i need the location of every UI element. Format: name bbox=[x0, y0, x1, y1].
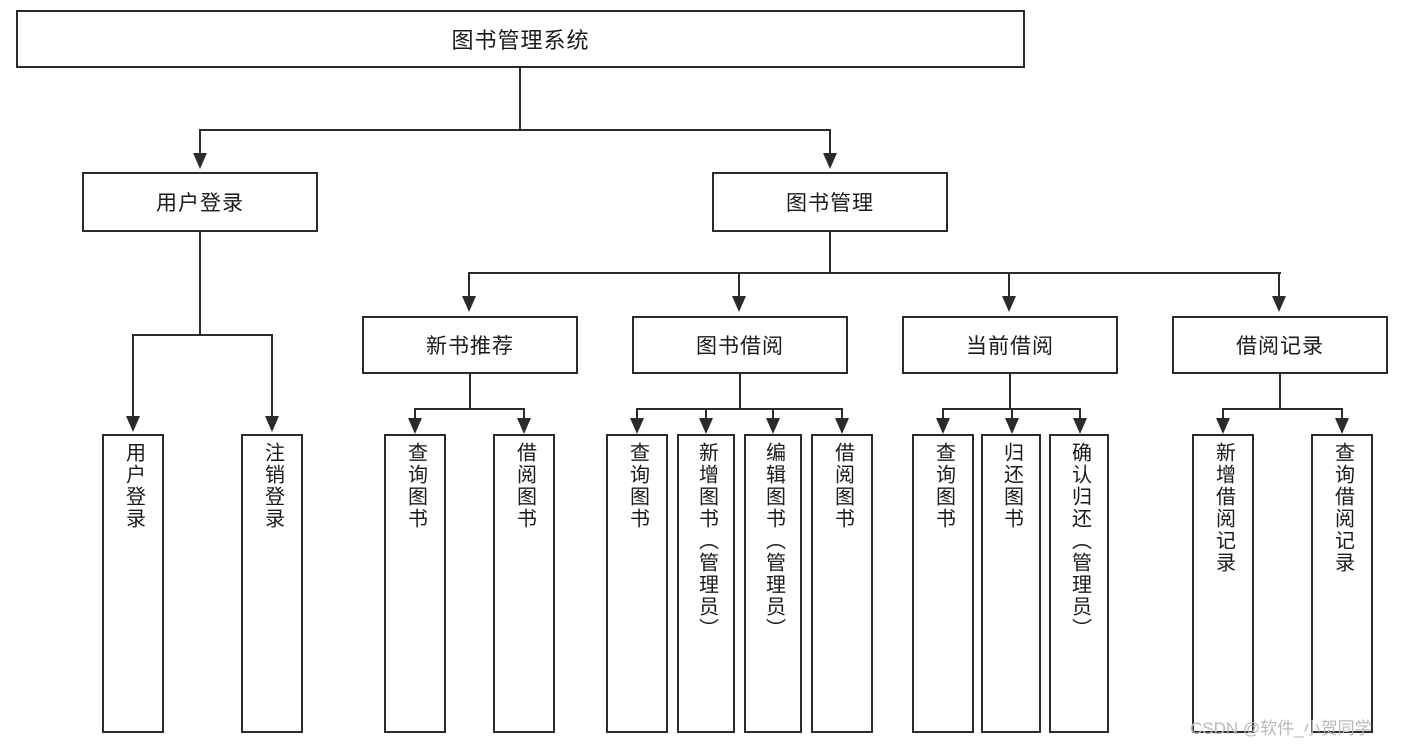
node-borrow-record[interactable]: 借阅记录 bbox=[1172, 316, 1388, 374]
arrow-new-book-leaf-2 bbox=[517, 418, 531, 434]
edge-current-borrow-drop-2 bbox=[1011, 408, 1013, 420]
edge-new-book-drop-2 bbox=[523, 408, 525, 420]
arrow-book-borrow-leaf-1 bbox=[630, 418, 644, 434]
edge-user-login-bus bbox=[133, 334, 273, 336]
edge-book-borrow-drop-2 bbox=[705, 408, 707, 420]
edge-new-book-stem bbox=[469, 374, 471, 410]
edge-current-borrow-drop-3 bbox=[1079, 408, 1081, 420]
arrow-book-borrow-leaf-4 bbox=[835, 418, 849, 434]
node-root-system[interactable]: 图书管理系统 bbox=[16, 10, 1025, 68]
edge-book-borrow-bus bbox=[637, 408, 843, 410]
leaf-user-login-logout[interactable]: 注销登录 bbox=[241, 434, 303, 733]
edge-user-login-stem bbox=[199, 232, 201, 336]
edge-new-book-bus bbox=[415, 408, 525, 410]
arrow-to-new-book bbox=[462, 296, 476, 312]
edge-book-manage-bus bbox=[469, 272, 1281, 274]
node-book-borrow[interactable]: 图书借阅 bbox=[632, 316, 848, 374]
leaf-new-book-query[interactable]: 查询图书 bbox=[384, 434, 446, 733]
leaf-book-borrow-edit[interactable]: 编辑图书（管理员） bbox=[744, 434, 802, 733]
arrow-borrow-record-leaf-1 bbox=[1216, 418, 1230, 434]
edge-book-borrow-stem bbox=[739, 374, 741, 410]
arrow-new-book-leaf-1 bbox=[408, 418, 422, 434]
leaf-borrow-record-add[interactable]: 新增借阅记录 bbox=[1192, 434, 1254, 733]
leaf-book-borrow-add[interactable]: 新增图书（管理员） bbox=[677, 434, 735, 733]
edge-root-bus bbox=[199, 129, 831, 131]
csdn-watermark: CSDN @软件_小贺同学 bbox=[1190, 719, 1372, 738]
leaf-new-book-borrow[interactable]: 借阅图书 bbox=[493, 434, 555, 733]
arrow-current-borrow-leaf-3 bbox=[1073, 418, 1087, 434]
edge-book-manage-stem bbox=[829, 232, 831, 274]
arrow-current-borrow-leaf-2 bbox=[1005, 418, 1019, 434]
arrow-book-borrow-leaf-2 bbox=[699, 418, 713, 434]
leaf-borrow-record-query[interactable]: 查询借阅记录 bbox=[1311, 434, 1373, 733]
arrow-borrow-record-leaf-2 bbox=[1335, 418, 1349, 434]
leaf-current-borrow-return[interactable]: 归还图书 bbox=[981, 434, 1041, 733]
arrow-to-book-manage bbox=[823, 153, 837, 169]
arrow-to-book-borrow bbox=[732, 296, 746, 312]
leaf-book-borrow-lend[interactable]: 借阅图书 bbox=[811, 434, 873, 733]
arrow-to-borrow-record bbox=[1272, 296, 1286, 312]
arrow-to-current-borrow bbox=[1002, 296, 1016, 312]
arrow-current-borrow-leaf-1 bbox=[936, 418, 950, 434]
leaf-user-login-login[interactable]: 用户登录 bbox=[102, 434, 164, 733]
edge-current-borrow-drop-1 bbox=[942, 408, 944, 420]
edge-current-borrow-stem bbox=[1009, 374, 1011, 410]
edge-book-borrow-drop-4 bbox=[841, 408, 843, 420]
edge-user-login-drop-2 bbox=[271, 334, 273, 418]
arrow-user-login-leaf-1 bbox=[126, 416, 140, 432]
edge-to-new-book bbox=[468, 272, 470, 298]
edge-book-borrow-drop-3 bbox=[772, 408, 774, 420]
leaf-current-borrow-confirm-return[interactable]: 确认归还（管理员） bbox=[1049, 434, 1109, 733]
arrow-to-user-login bbox=[193, 153, 207, 169]
edge-to-book-borrow bbox=[738, 272, 740, 298]
node-current-borrow[interactable]: 当前借阅 bbox=[902, 316, 1118, 374]
node-new-book-recommend[interactable]: 新书推荐 bbox=[362, 316, 578, 374]
edge-borrow-record-drop-2 bbox=[1341, 408, 1343, 420]
leaf-current-borrow-query[interactable]: 查询图书 bbox=[912, 434, 974, 733]
edge-root-stem bbox=[519, 68, 521, 130]
edge-borrow-record-drop-1 bbox=[1222, 408, 1224, 420]
node-user-login[interactable]: 用户登录 bbox=[82, 172, 318, 232]
edge-book-borrow-drop-1 bbox=[636, 408, 638, 420]
edge-user-login-drop-1 bbox=[132, 334, 134, 418]
edge-new-book-drop-1 bbox=[414, 408, 416, 420]
edge-to-book-manage bbox=[829, 129, 831, 155]
edge-to-current-borrow bbox=[1008, 272, 1010, 298]
arrow-book-borrow-leaf-3 bbox=[766, 418, 780, 434]
edge-to-user-login bbox=[199, 129, 201, 155]
arrow-user-login-leaf-2 bbox=[265, 416, 279, 432]
edge-to-borrow-record bbox=[1278, 272, 1280, 298]
leaf-book-borrow-query[interactable]: 查询图书 bbox=[606, 434, 668, 733]
edge-borrow-record-bus bbox=[1223, 408, 1341, 410]
node-book-manage[interactable]: 图书管理 bbox=[712, 172, 948, 232]
edge-borrow-record-stem bbox=[1279, 374, 1281, 410]
